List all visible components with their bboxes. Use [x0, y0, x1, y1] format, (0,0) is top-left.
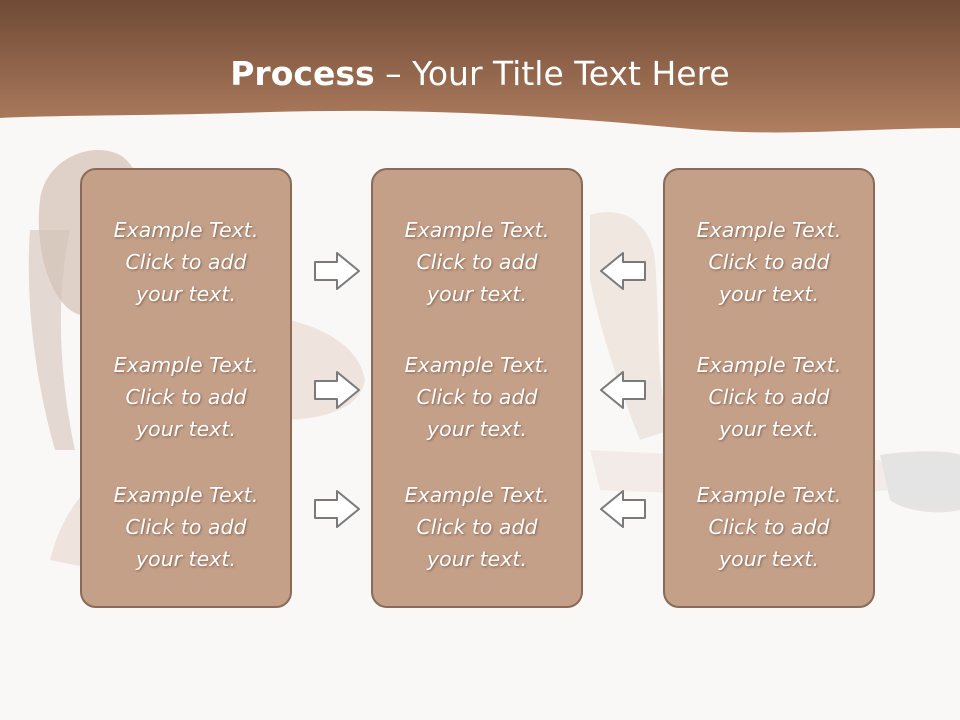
left-arrow-icon[interactable] [597, 369, 647, 411]
text-placeholder[interactable]: Example Text. Click to add your text. [373, 479, 581, 575]
text-line: Click to add [416, 250, 538, 274]
text-line: Example Text. [113, 353, 259, 377]
text-line: Example Text. [696, 483, 842, 507]
text-line: Click to add [125, 250, 247, 274]
text-line: Click to add [416, 385, 538, 409]
header-band [0, 0, 960, 133]
title-rest: – Your Title Text Here [374, 54, 730, 93]
text-line: your text. [427, 417, 527, 441]
left-arrow-icon[interactable] [597, 488, 647, 530]
text-line: Example Text. [696, 353, 842, 377]
text-line: Click to add [416, 515, 538, 539]
title-bold: Process [230, 54, 375, 93]
text-placeholder[interactable]: Example Text. Click to add your text. [373, 214, 581, 310]
text-placeholder[interactable]: Example Text. Click to add your text. [82, 349, 290, 445]
text-line: Example Text. [113, 218, 259, 242]
text-line: Example Text. [404, 353, 550, 377]
process-box-left[interactable]: Example Text. Click to add your text. Ex… [80, 168, 292, 608]
text-line: Click to add [708, 385, 830, 409]
text-line: your text. [136, 282, 236, 306]
text-line: your text. [136, 417, 236, 441]
text-line: Click to add [125, 515, 247, 539]
text-line: Example Text. [696, 218, 842, 242]
text-line: your text. [427, 547, 527, 571]
text-placeholder[interactable]: Example Text. Click to add your text. [665, 349, 873, 445]
right-arrow-icon[interactable] [313, 250, 363, 292]
text-line: your text. [427, 282, 527, 306]
text-line: your text. [719, 547, 819, 571]
process-box-center[interactable]: Example Text. Click to add your text. Ex… [371, 168, 583, 608]
text-line: Example Text. [404, 218, 550, 242]
right-arrow-icon[interactable] [313, 369, 363, 411]
slide-title[interactable]: Process – Your Title Text Here [0, 52, 960, 96]
text-line: your text. [136, 547, 236, 571]
process-box-right[interactable]: Example Text. Click to add your text. Ex… [663, 168, 875, 608]
right-arrow-icon[interactable] [313, 488, 363, 530]
text-line: your text. [719, 417, 819, 441]
text-line: your text. [719, 282, 819, 306]
text-placeholder[interactable]: Example Text. Click to add your text. [665, 214, 873, 310]
text-line: Click to add [125, 385, 247, 409]
left-arrow-icon[interactable] [597, 250, 647, 292]
text-line: Click to add [708, 515, 830, 539]
text-line: Example Text. [404, 483, 550, 507]
text-placeholder[interactable]: Example Text. Click to add your text. [373, 349, 581, 445]
text-line: Example Text. [113, 483, 259, 507]
text-placeholder[interactable]: Example Text. Click to add your text. [82, 479, 290, 575]
text-placeholder[interactable]: Example Text. Click to add your text. [665, 479, 873, 575]
text-line: Click to add [708, 250, 830, 274]
text-placeholder[interactable]: Example Text. Click to add your text. [82, 214, 290, 310]
